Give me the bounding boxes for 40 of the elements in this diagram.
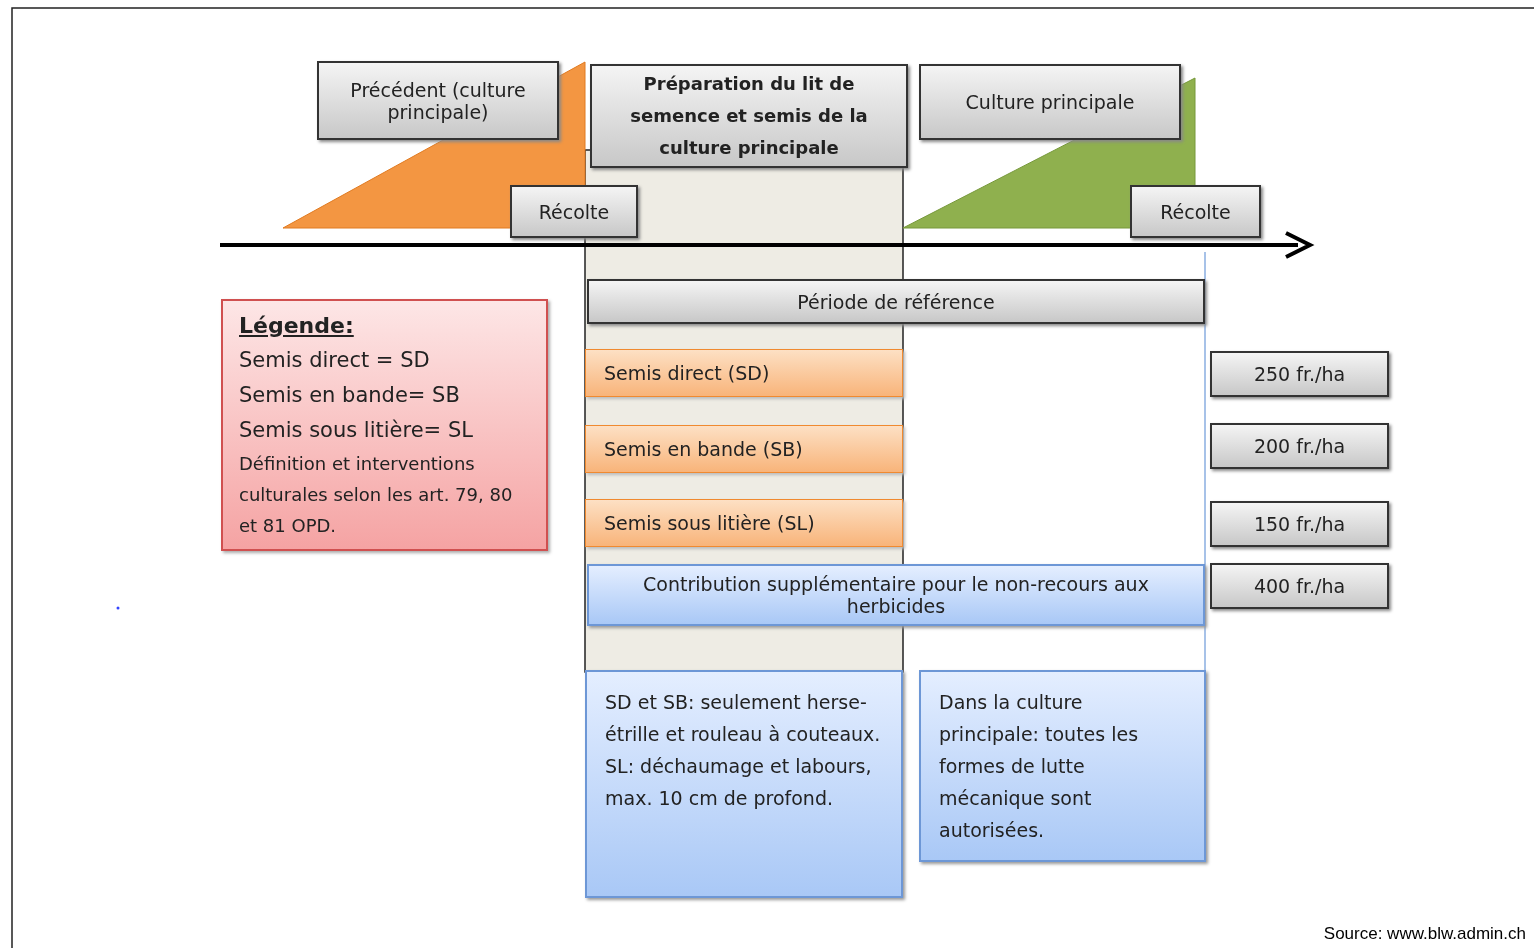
practice-bar	[585, 425, 903, 473]
box-label: Semis sous litière (SL)	[604, 512, 815, 534]
box-label: 200 fr./ha	[1253, 435, 1346, 457]
practice-bar	[585, 349, 903, 397]
box-label: 400 fr./ha	[1253, 575, 1346, 597]
source-note: Source: www.blw.admin.ch	[1323, 924, 1526, 944]
note-box	[585, 670, 903, 898]
stage-box	[919, 64, 1181, 140]
amount-box	[1210, 423, 1389, 469]
stage-box	[590, 64, 908, 168]
amount-box	[1210, 351, 1389, 397]
legend-entry: Semis en bande= SB	[239, 382, 460, 409]
box-label: Période de référence	[797, 290, 995, 313]
box-label: Semis en bande (SB)	[604, 438, 803, 460]
box-label: Culture principale	[965, 91, 1135, 113]
note-text: SD et SB: seulement herse-étrille et rouleau à couteaux.	[605, 690, 882, 747]
box-label: Semis direct (SD)	[604, 362, 770, 384]
box-label: 250 fr./ha	[1253, 363, 1346, 385]
period-bar	[587, 279, 1205, 324]
box-label: Précédent (culture principale)	[349, 78, 527, 123]
harvest-box	[1130, 185, 1261, 238]
legend-entry: Semis sous litière= SL	[239, 417, 473, 444]
stage-box	[317, 61, 559, 140]
box-label: Récolte	[538, 200, 610, 223]
legend-entry: Semis direct = SD	[239, 347, 430, 374]
box-label: Préparation du lit de semence et semis de la culture principale	[629, 72, 869, 160]
box-label: Contribution supplémentaire pour le non-recours aux herbicides	[642, 573, 1150, 617]
contribution-bar	[587, 564, 1205, 626]
note-text: SL: déchaumage et labours, max. 10 cm de profond.	[605, 754, 873, 811]
note-box	[919, 670, 1206, 862]
box-label: 150 fr./ha	[1253, 513, 1346, 535]
amount-box	[1210, 563, 1389, 609]
box-label: Récolte	[1160, 200, 1231, 223]
harvest-box	[510, 185, 638, 238]
legend-note: Définition et interventions culturales selon les art. 79, 80 et 81 OPD.	[239, 452, 514, 538]
note-text: Dans la culture principale: toutes les formes de lutte mécanique sont autorisées.	[939, 690, 1140, 843]
legend-box	[221, 299, 548, 551]
legend-heading: Légende:	[239, 312, 354, 340]
amount-box	[1210, 501, 1389, 547]
practice-bar	[585, 499, 903, 547]
